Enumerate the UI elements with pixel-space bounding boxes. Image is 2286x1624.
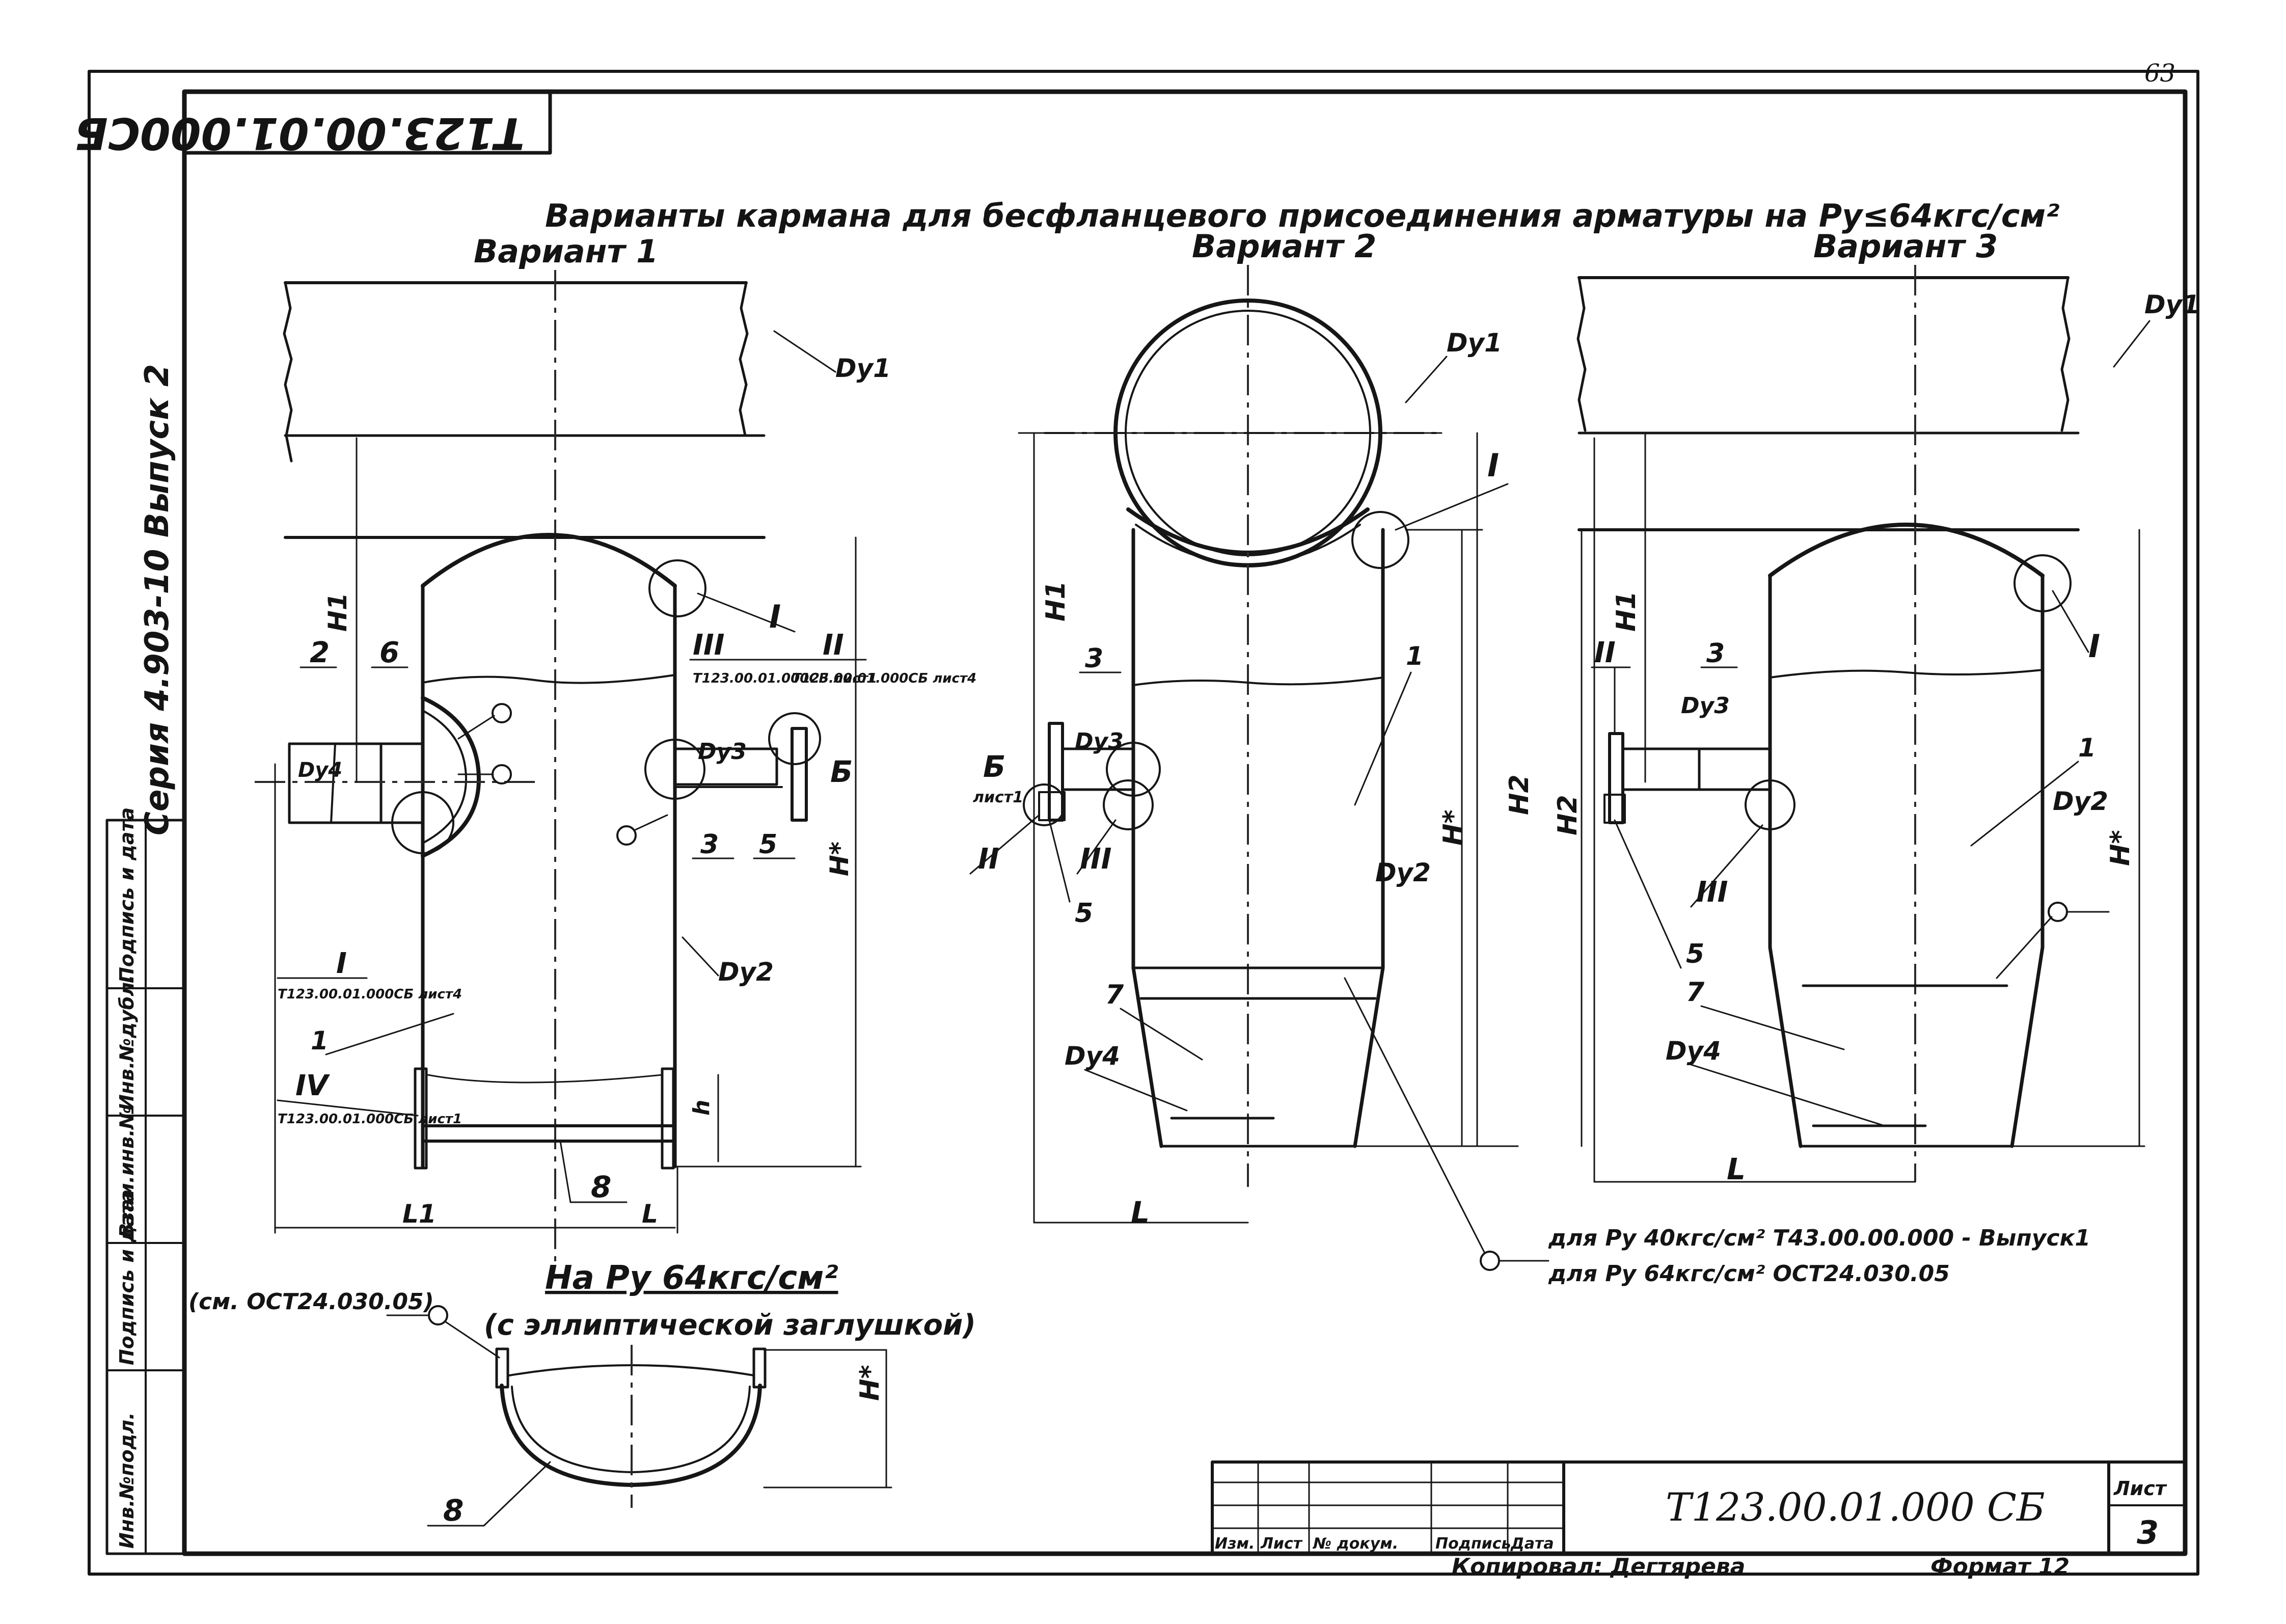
variant-1-view: Dy1 Dy2 Dy3 Dy4 I III II Т123.00.01.000С… [255, 270, 976, 1263]
variant-3-title: Вариант 3 [1813, 228, 1998, 265]
v1-pos-5: 5 [759, 829, 777, 860]
tb-sheet-label: Лист [2113, 1477, 2167, 1500]
v1-pos-6: 6 [379, 636, 399, 669]
v1-dim-h: h [689, 1100, 715, 1116]
v1-ref-1: Т123.00.01.000СБ лист1 [693, 671, 877, 686]
v2-pos-3: 3 [1085, 643, 1103, 674]
v2-dn1-label: Dy1 [1447, 328, 1502, 358]
tb-header-date: Дата [1510, 1535, 1554, 1553]
left-margin-table: Инв.№подл. Подпись и дата Взам.инв.№ Инв… [105, 807, 186, 1555]
variant-3-view: Dy1 I II 3 Dy3 1 Dy2 III 5 7 Dy4 L H1 H2… [1553, 265, 2200, 1186]
v2-dim-H1: H1 [1041, 581, 1071, 621]
v2-sheet-word: лист1 [973, 789, 1023, 806]
v2-view-b: Б [983, 749, 1005, 784]
detail-ref: (см. ОСТ24.030.05) [188, 1289, 434, 1315]
mirrored-designation: Т123.00.01.000СБ [74, 107, 525, 158]
v2-pos-8: 7 [1105, 980, 1124, 1010]
detail-title: На Ру 64кгс/см² [545, 1259, 838, 1297]
v1-roman-IV: IV [295, 1069, 331, 1102]
note-line-1: для Ру 40кгс/см² Т43.00.00.000 - Выпуск1 [1548, 1225, 2090, 1251]
tb-designation: Т123.00.01.000 СБ [1666, 1484, 2045, 1530]
tb-format: Формат 12 [1930, 1554, 2070, 1580]
side-series-text: Серия 4.903-10 Выпуск 2 [139, 364, 176, 835]
v3-pos-3: 3 [1706, 638, 1725, 669]
tb-copied: Копировал: Дегтярева [1452, 1554, 1745, 1580]
v3-roman-III: III [1696, 876, 1728, 909]
tb-sheet-value: 3 [2137, 1514, 2159, 1551]
v1-ref-3: Т123.00.01.000СБ лист4 [278, 987, 462, 1002]
v1-dn4-label: Dy4 [298, 759, 342, 782]
v2-pos-1: 1 [1406, 641, 1424, 671]
v3-dn3-label: Dy3 [1681, 693, 1730, 719]
v1-dn1-label: Dy1 [835, 354, 891, 383]
variant-2-view: Dy1 I 1 Dy2 3 Dy3 Б лист1 II III 5 7 Dy4… [969, 265, 1535, 1230]
v1-pos-2: 2 [310, 636, 330, 669]
v1-dn3-label: Dy3 [698, 739, 747, 765]
title-block: Изм. Лист № докум. Подпись Дата Т123.00.… [1211, 1460, 2187, 1580]
v2-dim-Hstar: H* [1438, 809, 1468, 846]
v1-dn2-label: Dy2 [718, 957, 774, 987]
margin-label-sign-date-2: Подпись и дата [116, 807, 138, 983]
drawing-title: Варианты кармана для бесфланцевого присо… [545, 197, 2059, 234]
tb-header-sign: Подпись [1435, 1535, 1511, 1553]
v3-pos-8: 7 [1686, 977, 1705, 1008]
detail-pos-7: 8 [443, 1493, 464, 1528]
tb-header-doc: № докум. [1312, 1535, 1398, 1553]
v1-pos-1: 1 [311, 1026, 329, 1055]
sheet-number: 63 [2144, 59, 2175, 88]
v3-dim-L: L [1727, 1152, 1746, 1186]
v2-dn3-label: Dy3 [1075, 728, 1124, 754]
detail-dim-Hstar: H* [855, 1365, 885, 1401]
note-leader: для Ру 40кгс/см² Т43.00.00.000 - Выпуск1… [1344, 977, 2090, 1287]
v1-dim-Hstar: H* [825, 842, 854, 876]
v2-roman-I: I [1487, 447, 1499, 484]
series-label: Серия 4.903-10 Выпуск 2 [139, 364, 176, 835]
tb-header-izm: Изм. [1215, 1535, 1255, 1553]
v1-ref-2: Т123.00.01.000СБ лист4 [792, 671, 976, 686]
margin-label-inv-dubl: Инв.№дубл. [116, 975, 138, 1111]
tb-header-list: Лист [1260, 1535, 1303, 1553]
v1-dim-H1: H1 [323, 592, 352, 632]
v3-dim-H2: H2 [1553, 795, 1583, 835]
v3-dn2-label: Dy2 [2053, 787, 2108, 816]
detail-subtitle: (с эллиптической заглушкой) [484, 1309, 976, 1342]
mirrored-stamp: Т123.00.01.000СБ [74, 90, 552, 158]
v1-dim-L1: L1 [402, 1199, 437, 1229]
v1-dim-L: L [642, 1199, 658, 1229]
v1-ref-4: Т123.00.01.000СБ лист1 [278, 1112, 462, 1127]
v3-dn4-label: Dy4 [1666, 1036, 1721, 1066]
v2-dn2-label: Dy2 [1375, 858, 1431, 887]
v1-roman-I: I [769, 598, 781, 635]
v3-dim-Hstar: H* [2105, 830, 2136, 866]
note-line-2: для Ру 64кгс/см² ОСТ24.030.05 [1548, 1261, 1950, 1287]
v3-dim-H1: H1 [1611, 591, 1642, 632]
v2-pos-5: 5 [1075, 898, 1093, 929]
v3-roman-I: I [2088, 628, 2100, 665]
v3-roman-II: II [1594, 636, 1616, 669]
v2-dim-L: L [1131, 1195, 1150, 1230]
v2-dim-H2: H2 [1504, 774, 1535, 815]
v1-pos-3: 3 [700, 829, 719, 860]
margin-label-inv-podl: Инв.№подл. [116, 1412, 138, 1549]
v1-roman-III: III [693, 629, 725, 662]
v1-pos-7: 8 [591, 1170, 611, 1204]
elliptical-cap-detail: На Ру 64кгс/см² (с эллиптической заглушк… [188, 1259, 976, 1528]
v1-view-b: Б [830, 754, 853, 789]
margin-label-sign-date-1: Подпись и дата [116, 1189, 138, 1365]
v1-roman-II: II [823, 629, 844, 662]
v3-pos-5: 5 [1686, 939, 1704, 969]
v3-dn1-label: Dy1 [2144, 290, 2200, 319]
variant-1-title: Вариант 1 [474, 233, 658, 270]
margin-label-vzam-inv: Взам.инв.№ [116, 1106, 138, 1238]
v2-roman-II: II [978, 843, 999, 876]
v1-roman-I-b: I [336, 947, 347, 980]
v2-dn4-label: Dy4 [1065, 1041, 1120, 1071]
variant-2-title: Вариант 2 [1192, 228, 1376, 265]
v3-pos-1: 1 [2078, 733, 2096, 763]
